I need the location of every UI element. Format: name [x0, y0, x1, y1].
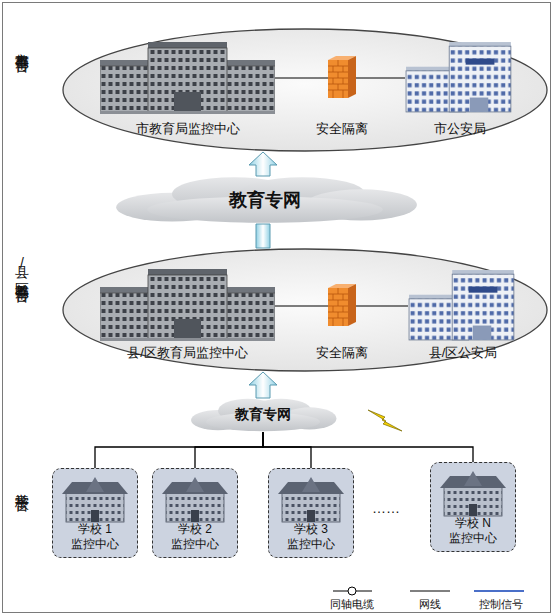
firewall-icon: [328, 284, 356, 326]
office-building: [100, 269, 275, 341]
firewall-icon: [328, 56, 356, 98]
node-label: 县/区教育局监控中心: [60, 345, 315, 360]
link-line: [356, 306, 408, 307]
link-line: [275, 78, 328, 79]
network-bus: [195, 432, 263, 468]
platform-label: 市教育局平台: [14, 42, 30, 48]
control-signal-sample: [474, 590, 524, 592]
legend-text: 同轴电缆: [326, 597, 378, 612]
legend-text: 网线: [408, 597, 452, 612]
net-cable-sample: [410, 591, 450, 592]
node-label: 县/区公安局: [368, 345, 554, 360]
school-building: [162, 477, 228, 522]
node-label: 教育专网: [110, 188, 420, 212]
platform-label: 学校平台: [14, 483, 30, 487]
outer-frame: [3, 3, 551, 613]
node-label: 学校 3 监控中心: [281, 522, 341, 552]
node-label: 学校 1 监控中心: [65, 522, 125, 552]
network-bus: [263, 432, 311, 468]
legend-samples: [333, 587, 524, 595]
node-label: 市公安局: [365, 121, 554, 136]
office-building: [100, 42, 275, 114]
node-label: 教育专网: [188, 406, 338, 424]
uplink-arrow: [249, 372, 277, 398]
legend-text: 控制信号: [471, 597, 531, 612]
link-line: [275, 306, 328, 307]
school-building: [62, 477, 128, 522]
uplink-arrow: [249, 152, 277, 176]
coax-sample-ring: [348, 587, 356, 595]
lightning-symbol: [368, 410, 402, 431]
school-building: [278, 477, 344, 522]
node-label: 学校 N 监控中心: [443, 516, 503, 546]
network-bus: [263, 432, 473, 462]
network-cloud: 教育专网: [188, 398, 338, 432]
school-building: [440, 471, 506, 516]
police-building: [406, 42, 511, 112]
uplink-arrow: [256, 224, 270, 248]
node-label: 市教育局监控中心: [60, 121, 315, 136]
node-label: 学校 2 监控中心: [165, 522, 225, 552]
platform-label: 县/区教育局平台: [14, 254, 30, 278]
node-label: 安全隔离: [288, 345, 396, 360]
network-cloud: 教育专网: [110, 176, 420, 224]
ellipsis-label: ……: [372, 500, 400, 516]
network-bus: [95, 432, 263, 468]
link-line: [356, 78, 405, 79]
node-label: 安全隔离: [288, 121, 396, 136]
police-building: [409, 270, 514, 340]
